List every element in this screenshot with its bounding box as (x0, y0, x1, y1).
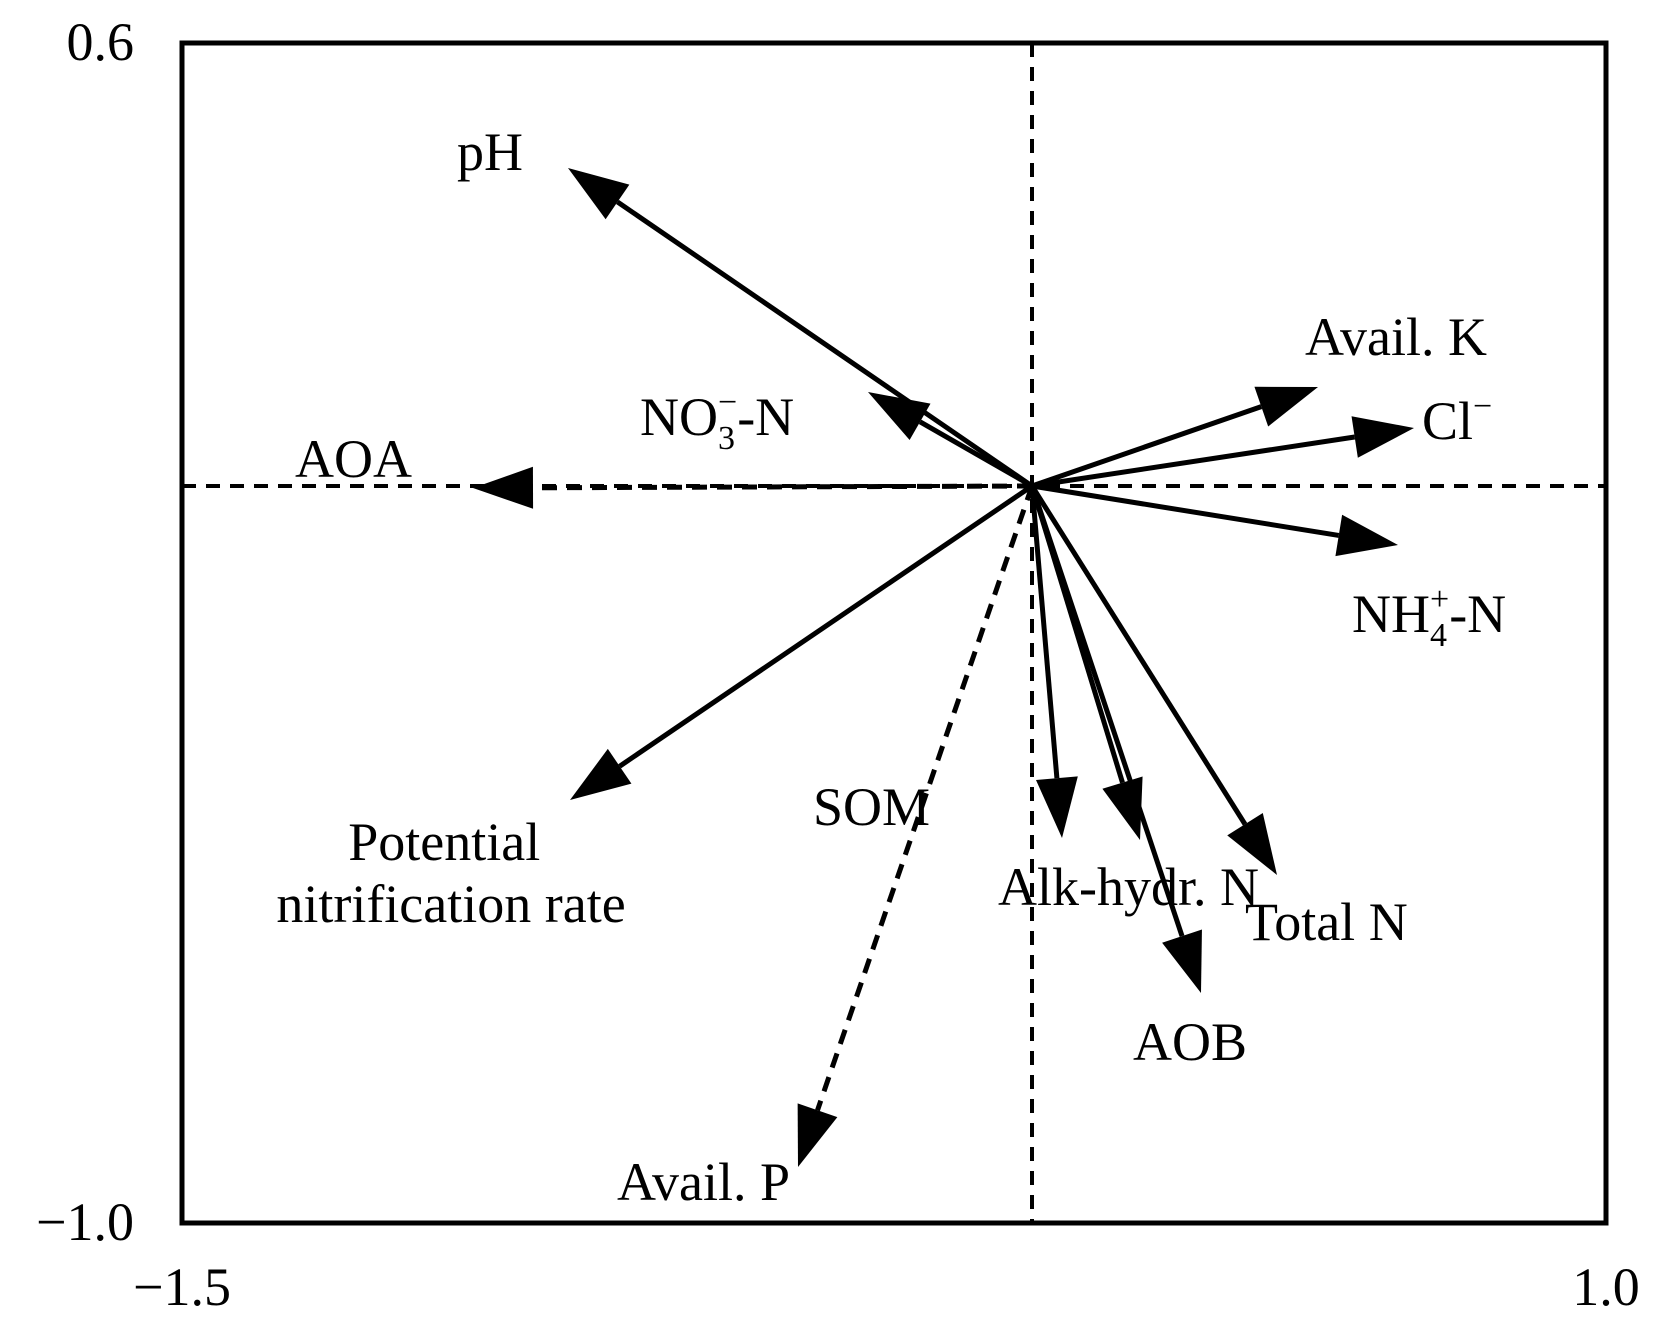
arrow-label-avail-p: SOM (813, 777, 930, 837)
arrow-label-potential-line-2: nitrification rate (276, 874, 625, 934)
label-part: pH (457, 122, 523, 182)
arrow-head (1351, 416, 1414, 458)
arrow-head (797, 1103, 838, 1167)
arrow-head (1035, 776, 1078, 838)
arrow-label-total-n: Total N (1245, 892, 1408, 952)
arrow-label-potential-nitrification-rate: Potential nitrification rate (276, 812, 625, 934)
arrow-head (868, 392, 931, 441)
arrow-head (1254, 386, 1318, 427)
x-tick-max: 1.0 (1572, 1257, 1640, 1317)
arrow-label-nh4-n: NH4+-N (1352, 581, 1506, 654)
arrow-shaft (1029, 485, 1125, 784)
arrow-layer (473, 168, 1414, 1167)
label-part: AOB (1133, 1012, 1247, 1072)
arrow-label-potential-line-1: Potential (348, 812, 540, 872)
arrow-head (1162, 929, 1202, 993)
arrow-head (1102, 776, 1143, 840)
label-part: Alk-hydr. N (998, 857, 1259, 917)
label-part: 4 (1430, 617, 1447, 654)
arrow-label-avail-k: Avail. K (1305, 307, 1487, 367)
label-part: Cl (1422, 391, 1473, 451)
arrow-head (1227, 813, 1277, 875)
arrow-label-alk-hydr-n: AOB (1133, 1012, 1247, 1072)
arrow-head (568, 168, 630, 220)
label-part: + (1430, 581, 1449, 618)
arrow-shaft (1031, 483, 1340, 538)
label-part: 3 (718, 420, 735, 457)
label-part: -N (1449, 584, 1506, 644)
label-part: -N (737, 387, 794, 447)
arrow-label-aoa: AOA (295, 429, 412, 489)
label-part: AOA (295, 429, 412, 489)
label-part: Avail. P (617, 1152, 790, 1212)
arrow-shaft (1029, 484, 1248, 826)
arrow-label-cl: Cl− (1422, 388, 1492, 451)
label-part: NH (1352, 584, 1430, 644)
arrow-shaft (618, 483, 1034, 769)
arrow-shaft (918, 419, 1034, 489)
arrow-shaft (1031, 434, 1356, 489)
arrow-head (1335, 514, 1398, 557)
label-part: − (718, 384, 737, 421)
arrow-label-ph: pH (457, 122, 523, 182)
arrow-label-som: Alk-hydr. N (998, 857, 1259, 917)
arrow-shaft (1029, 485, 1060, 779)
label-part: − (1473, 388, 1492, 425)
arrow-shaft (1031, 404, 1263, 489)
arrow-label-aob: Avail. P (617, 1152, 790, 1212)
label-part: Total N (1245, 892, 1408, 952)
label-part: SOM (813, 777, 930, 837)
x-tick-min: −1.5 (133, 1257, 231, 1317)
y-tick-max: 0.6 (67, 12, 135, 72)
label-part: NO (640, 387, 718, 447)
arrow-shaft (616, 199, 1034, 489)
y-tick-min: −1.0 (36, 1192, 134, 1252)
arrow-head (473, 466, 534, 509)
arrow-head (570, 748, 632, 800)
label-part: Avail. K (1305, 307, 1487, 367)
arrow-shaft (532, 483, 1033, 491)
arrow-label-no3-n: NO3−-N (640, 384, 794, 457)
plot-frame (179, 40, 1609, 1226)
arrow-shaft (815, 485, 1035, 1112)
